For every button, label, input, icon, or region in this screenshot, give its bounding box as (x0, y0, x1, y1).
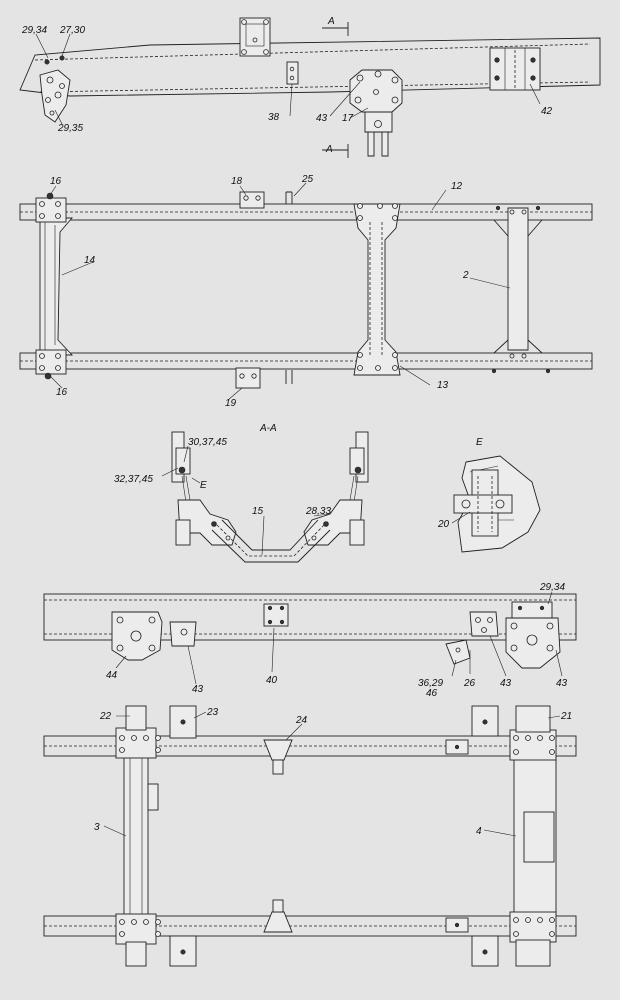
callout-29-34-a: 29,34 (21, 25, 47, 36)
callout-29-35: 29,35 (57, 123, 83, 134)
section-marker-bottom: A (325, 144, 333, 155)
callout-43-a: 43 (316, 113, 328, 124)
callout-44: 44 (106, 670, 118, 681)
callout-21: 21 (560, 711, 572, 722)
section-title: A-A (259, 423, 277, 434)
callout-19: 19 (225, 398, 237, 409)
callout-28-33: 28,33 (305, 506, 331, 517)
callout-27-30: 27,30 (59, 25, 85, 36)
callout-18: 18 (231, 176, 243, 187)
callout-42: 42 (541, 106, 553, 117)
callout-40: 40 (266, 675, 278, 686)
callout-43-d: 43 (556, 678, 568, 689)
callout-25: 25 (301, 174, 314, 185)
callout-43-c: 43 (500, 678, 512, 689)
view-frame-plan: 16 18 25 12 14 2 13 16 19 (19, 174, 593, 409)
view-side-rail-lower: 29,34 44 43 40 36,29 46 26 43 43 (43, 582, 577, 699)
callout-e-ref: E (200, 480, 207, 491)
view-side-rail-top: A A 29,34 27,30 29,35 38 43 17 42 (19, 16, 601, 158)
section-marker-top: A (327, 16, 335, 27)
callout-36-29: 36,29 (418, 678, 443, 689)
callout-30-37-45: 30,37,45 (188, 437, 227, 448)
callout-16-b: 16 (56, 387, 68, 398)
callout-17: 17 (342, 113, 354, 124)
callout-14: 14 (84, 255, 96, 266)
callout-4: 4 (476, 826, 482, 837)
callout-3: 3 (94, 822, 100, 833)
callout-46: 46 (426, 688, 438, 699)
callout-20: 20 (437, 519, 450, 530)
callout-13: 13 (437, 380, 449, 391)
view-frame-plan-bottom: 22 23 24 21 3 4 (43, 705, 577, 967)
callout-24: 24 (295, 715, 308, 726)
callout-26: 26 (463, 678, 476, 689)
callout-12: 12 (451, 181, 463, 192)
callout-15: 15 (252, 506, 264, 517)
callout-23: 23 (206, 707, 219, 718)
callout-38: 38 (268, 112, 280, 123)
callout-16-a: 16 (50, 176, 62, 187)
callout-43-b: 43 (192, 684, 204, 695)
view-detail-e: E 20 (437, 437, 541, 553)
callout-22: 22 (99, 711, 112, 722)
callout-29-34-b: 29,34 (539, 582, 565, 593)
callout-32-37-45: 32,37,45 (114, 474, 153, 485)
detail-title: E (476, 437, 483, 448)
callout-2: 2 (462, 270, 469, 281)
view-section-a-a: A-A 30,37,45 32,37,45 E 15 28,33 (114, 423, 369, 563)
